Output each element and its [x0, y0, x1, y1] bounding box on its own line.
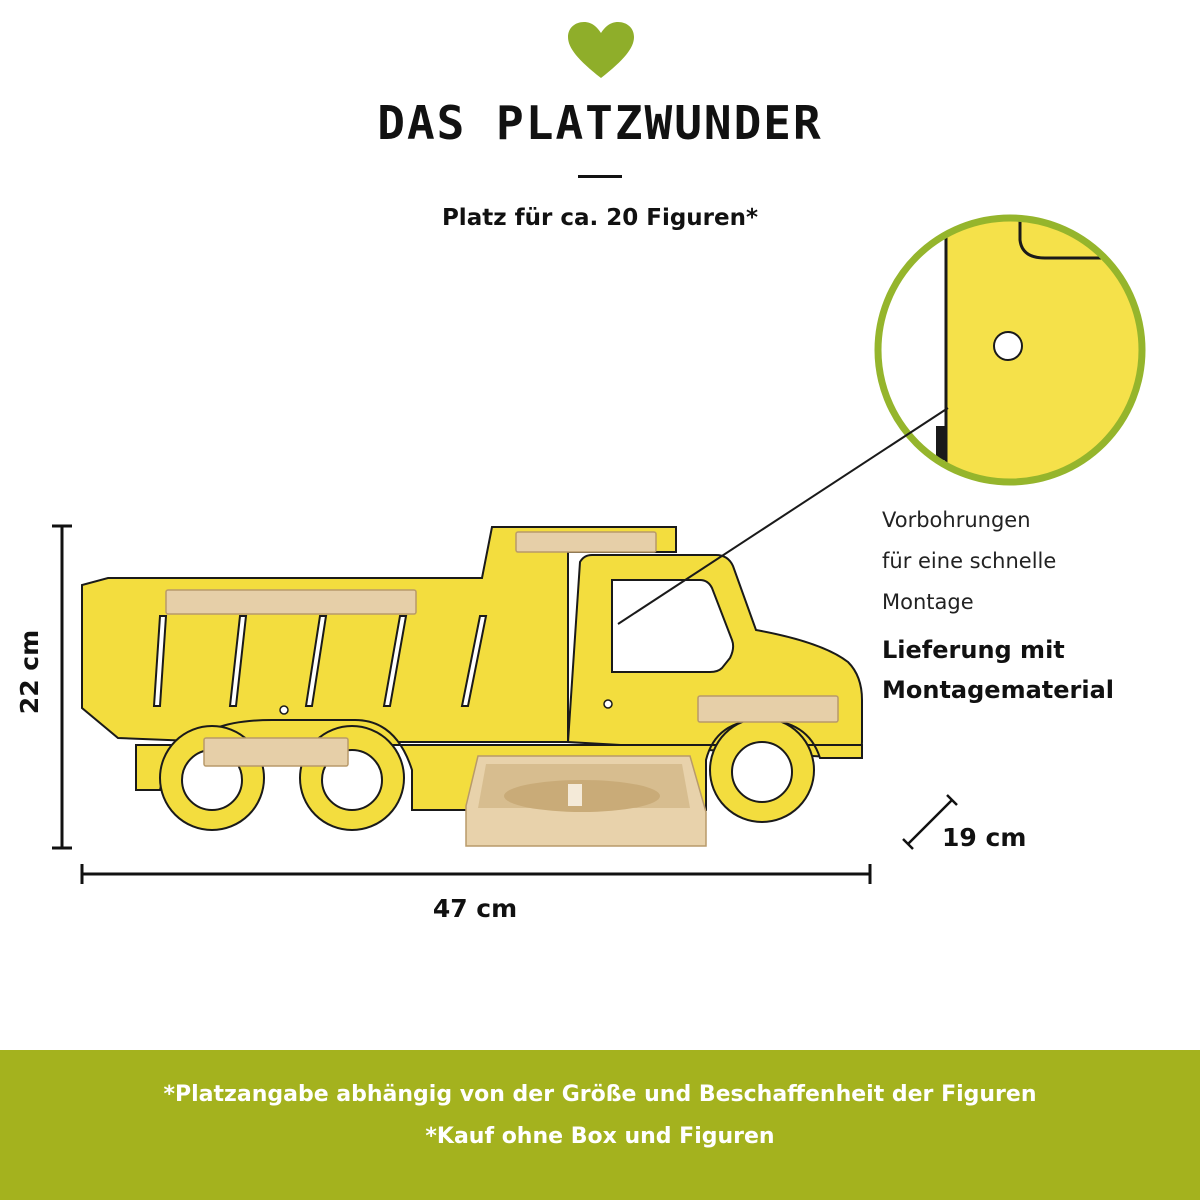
zoom-pointer-line	[617, 407, 949, 625]
height-dimension-line	[52, 524, 72, 850]
bed-slots	[152, 615, 488, 707]
mounting-material-note: Lieferung mit Montagematerial	[882, 630, 1192, 710]
title-divider	[578, 175, 622, 178]
depth-label: 19 cm	[942, 823, 1027, 852]
feature-line: Montage	[882, 590, 974, 614]
product-illustration	[52, 214, 1146, 884]
width-dimension-line	[80, 864, 872, 884]
page-subtitle: Platz für ca. 20 Figuren*	[441, 205, 759, 231]
page-title: DAS PLATZWUNDER	[377, 96, 823, 150]
depth-dimension-line	[902, 794, 958, 850]
cab-window	[611, 579, 735, 673]
mounting-hole	[279, 705, 289, 715]
footer-banner	[0, 1050, 1200, 1200]
mounting-hole	[603, 699, 613, 709]
feature-line: Vorbohrungen	[882, 508, 1031, 532]
detail-zoom-ring	[874, 214, 1146, 486]
detail-zoom	[880, 220, 1140, 480]
predrilled-holes-note: Vorbohrungen für eine schnelle Montage	[882, 500, 1182, 623]
height-label: 22 cm	[15, 629, 44, 715]
footer-note-capacity: *Platzangabe abhängig von der Größe und …	[163, 1082, 1037, 1107]
feature-highlight-line: Montagematerial	[882, 676, 1115, 704]
feature-line: für eine schnelle	[882, 549, 1057, 573]
wood-shelves	[165, 531, 839, 767]
footer-note-contents: *Kauf ohne Box und Figuren	[425, 1124, 775, 1149]
truck-dump-bed	[81, 526, 677, 743]
heart-icon	[568, 22, 634, 78]
feature-highlight-line: Lieferung mit	[882, 636, 1065, 664]
wood-tray	[465, 755, 707, 847]
width-label: 47 cm	[432, 894, 518, 923]
